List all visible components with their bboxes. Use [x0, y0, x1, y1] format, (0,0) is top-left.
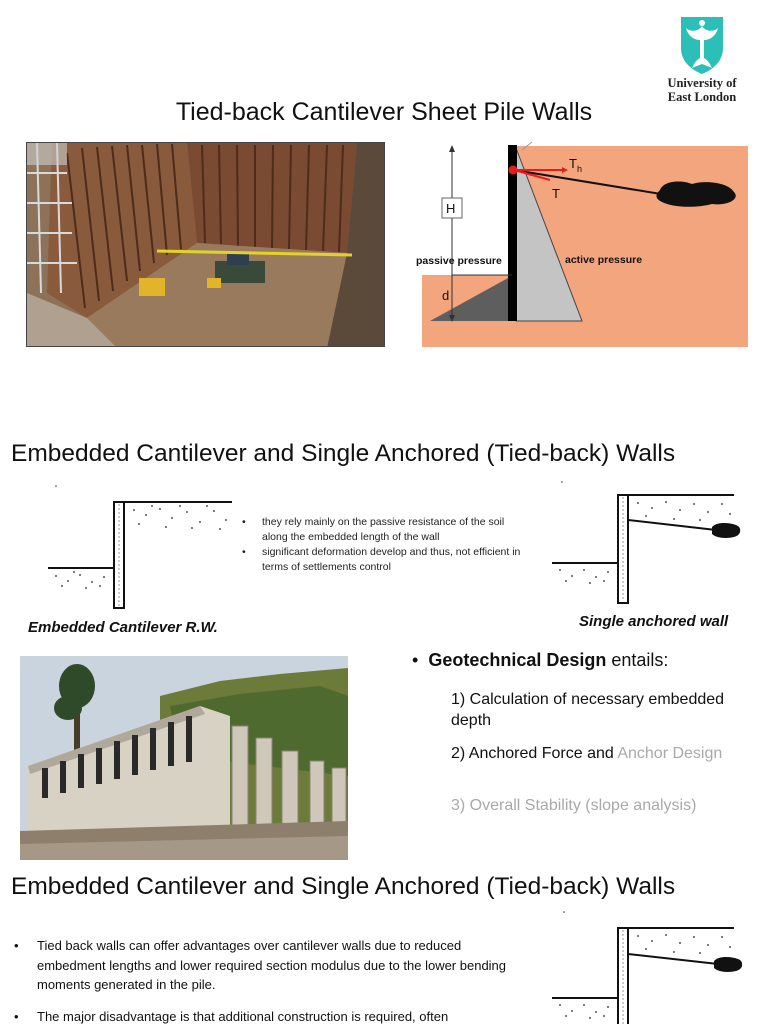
university-logo: University of East London — [652, 14, 752, 104]
label-Th: Th — [569, 156, 582, 174]
anchored-wall-photo-illustration — [20, 656, 348, 860]
tied-back-bullet-2: The major disadvantage is that additiona… — [14, 1007, 514, 1024]
geo-heading-rest: entails: — [606, 650, 669, 670]
geo-heading-bold: Geotechnical Design — [428, 650, 607, 670]
anchor-grout-body — [656, 181, 736, 207]
geo-item-2-grey: Anchor Design — [617, 745, 723, 762]
anchor-point — [508, 165, 518, 175]
pressure-diagram-svg: H d Th T passive pressure active pressur… — [416, 141, 748, 347]
passive-pressure-triangle — [430, 277, 510, 321]
label-active-pressure: active pressure — [565, 254, 642, 266]
cantilever-bullets: they rely mainly on the passive resistan… — [242, 515, 527, 575]
cantilever-wall-svg — [48, 485, 232, 609]
tied-back-bullet-1: Tied back walls can offer advantages ove… — [14, 936, 514, 995]
tie-rod — [513, 169, 668, 196]
excavation-photo-illustration — [27, 143, 384, 346]
sheet-pile-wall — [508, 145, 517, 321]
t-arrow — [513, 169, 551, 181]
slide2-title: Embedded Cantilever and Single Anchored … — [11, 440, 676, 467]
cantilever-bullet-2: significant deformation develop and thus… — [242, 545, 527, 575]
excavation-photo — [26, 142, 385, 347]
geo-item-2-dark: 2) Anchored Force and — [451, 745, 618, 762]
cantilever-wall-sketch — [42, 482, 238, 612]
caption-anchored: Single anchored wall — [579, 613, 729, 630]
tied-back-bullets: Tied back walls can offer advantages ove… — [14, 936, 514, 1024]
geotechnical-design-heading: • Geotechnical Design entails: — [412, 650, 668, 671]
cantilever-bullet-1: they rely mainly on the passive resistan… — [242, 515, 527, 545]
logo-line-1: University of — [667, 76, 737, 90]
label-passive-pressure: passive pressure — [416, 255, 502, 267]
geo-item-1: 1) Calculation of necessary embedded dep… — [451, 691, 725, 729]
anchored-wall-bottom-svg — [552, 911, 743, 1024]
label-H: H — [446, 201, 455, 216]
anchored-wall-svg — [552, 481, 741, 604]
anchored-wall-photo — [20, 656, 348, 860]
anchored-wall-sketch-bottom — [546, 910, 743, 1024]
university-crest-icon — [681, 17, 723, 74]
label-d: d — [442, 288, 449, 303]
caption-cantilever: Embedded Cantilever R.W. — [28, 619, 218, 636]
slide3-title: Embedded Cantilever and Single Anchored … — [11, 873, 676, 900]
logo-line-2: East London — [667, 90, 737, 104]
slide1-title: Tied-back Cantilever Sheet Pile Walls — [175, 98, 593, 126]
anchored-wall-sketch — [546, 480, 742, 610]
tied-back-pressure-diagram: H d Th T passive pressure active pressur… — [412, 140, 752, 350]
geo-bullet-dot: • — [412, 650, 419, 670]
geo-item-3: 3) Overall Stability (slope analysis) — [451, 797, 697, 814]
label-T: T — [552, 186, 560, 201]
geo-item-2: 2) Anchored Force and Anchor Design — [451, 743, 751, 764]
